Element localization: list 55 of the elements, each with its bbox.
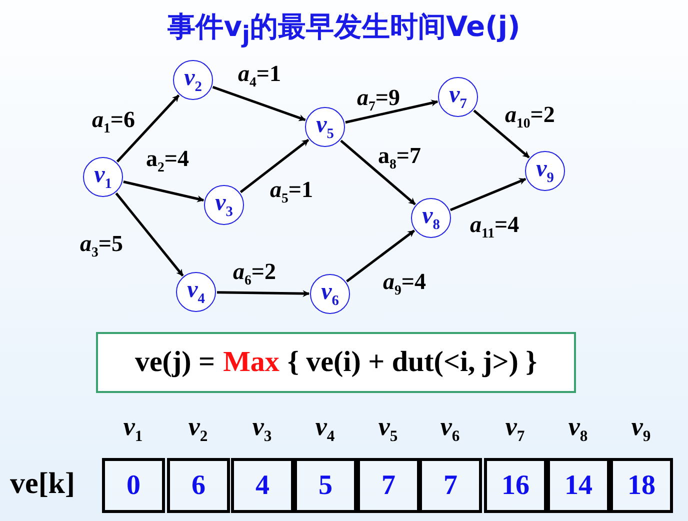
edge-label: a$_{2}$=4 xyxy=(146,147,190,174)
row-label: ve[k] xyxy=(10,467,75,501)
table-cell: 14 xyxy=(547,458,610,513)
table-cell: 7 xyxy=(357,458,420,513)
table-cell: 7 xyxy=(419,458,482,513)
formula-text: ve(j) = xyxy=(134,346,216,379)
event-circle: v$_{3}$ xyxy=(204,185,244,225)
table-cell: 6 xyxy=(167,458,230,513)
edge-label: a$_{9}$=4 xyxy=(383,270,426,298)
event-circle: v$_{1}$ xyxy=(83,157,123,197)
edge-label: a$_{10}$=2 xyxy=(505,103,555,130)
event-circle: v$_{7}$ xyxy=(438,77,478,117)
event-circle: v$_{6}$ xyxy=(310,274,350,314)
edge-label: a$_{3}$=5 xyxy=(80,232,124,260)
edge-label: a$_{7}$=9 xyxy=(357,86,400,114)
edge-label: a$_{5}$=1 xyxy=(270,178,314,206)
formula-box xyxy=(96,332,576,393)
arrow xyxy=(115,192,184,276)
event-circle: v$_{9}$ xyxy=(525,151,565,191)
arrow xyxy=(450,178,526,212)
column-header: v$_{7}$ xyxy=(504,414,526,445)
edge-label: a$_{8}$=7 xyxy=(378,144,422,172)
table-cell: 0 xyxy=(102,458,165,513)
table-cell: 4 xyxy=(231,458,294,513)
column-header: v$_{5}$ xyxy=(377,414,399,445)
edge-label: a$_{11}$=4 xyxy=(470,213,520,240)
column-header: v$_{8}$ xyxy=(567,414,589,445)
arrow xyxy=(346,230,415,282)
edge-label: a$_{6}$=2 xyxy=(233,260,276,288)
formula-text: { ve(i) + dut(<i, j>) } xyxy=(287,346,538,379)
title: 事件v$_{j}$的最早发生时间Ve(j) xyxy=(166,9,522,49)
column-header: v$_{3}$ xyxy=(251,414,273,445)
table-cell: 5 xyxy=(294,458,357,513)
formula-text: Max xyxy=(223,346,280,379)
column-header: v$_{6}$ xyxy=(439,414,461,445)
edge-label: a$_{1}$=6 xyxy=(92,108,136,136)
arrow xyxy=(212,86,306,122)
edge-label: a$_{4}$=1 xyxy=(238,62,282,90)
arrow xyxy=(240,138,310,194)
event-circle: v$_{2}$ xyxy=(173,60,213,100)
column-header: v$_{2}$ xyxy=(187,414,209,445)
arrow xyxy=(116,94,180,162)
column-header: v$_{1}$ xyxy=(122,414,144,445)
arrow xyxy=(216,290,310,298)
arrow xyxy=(345,100,438,124)
column-header: v$_{4}$ xyxy=(314,414,336,445)
arrow xyxy=(123,180,204,202)
event-circle: v$_{8}$ xyxy=(411,198,451,238)
arrow xyxy=(340,140,416,206)
event-circle: v$_{5}$ xyxy=(305,107,345,147)
table-cell: 16 xyxy=(484,458,547,513)
table-cell: 18 xyxy=(610,458,673,513)
event-circle: v$_{4}$ xyxy=(176,272,216,312)
arrow xyxy=(473,110,530,158)
column-header: v$_{9}$ xyxy=(630,414,652,445)
